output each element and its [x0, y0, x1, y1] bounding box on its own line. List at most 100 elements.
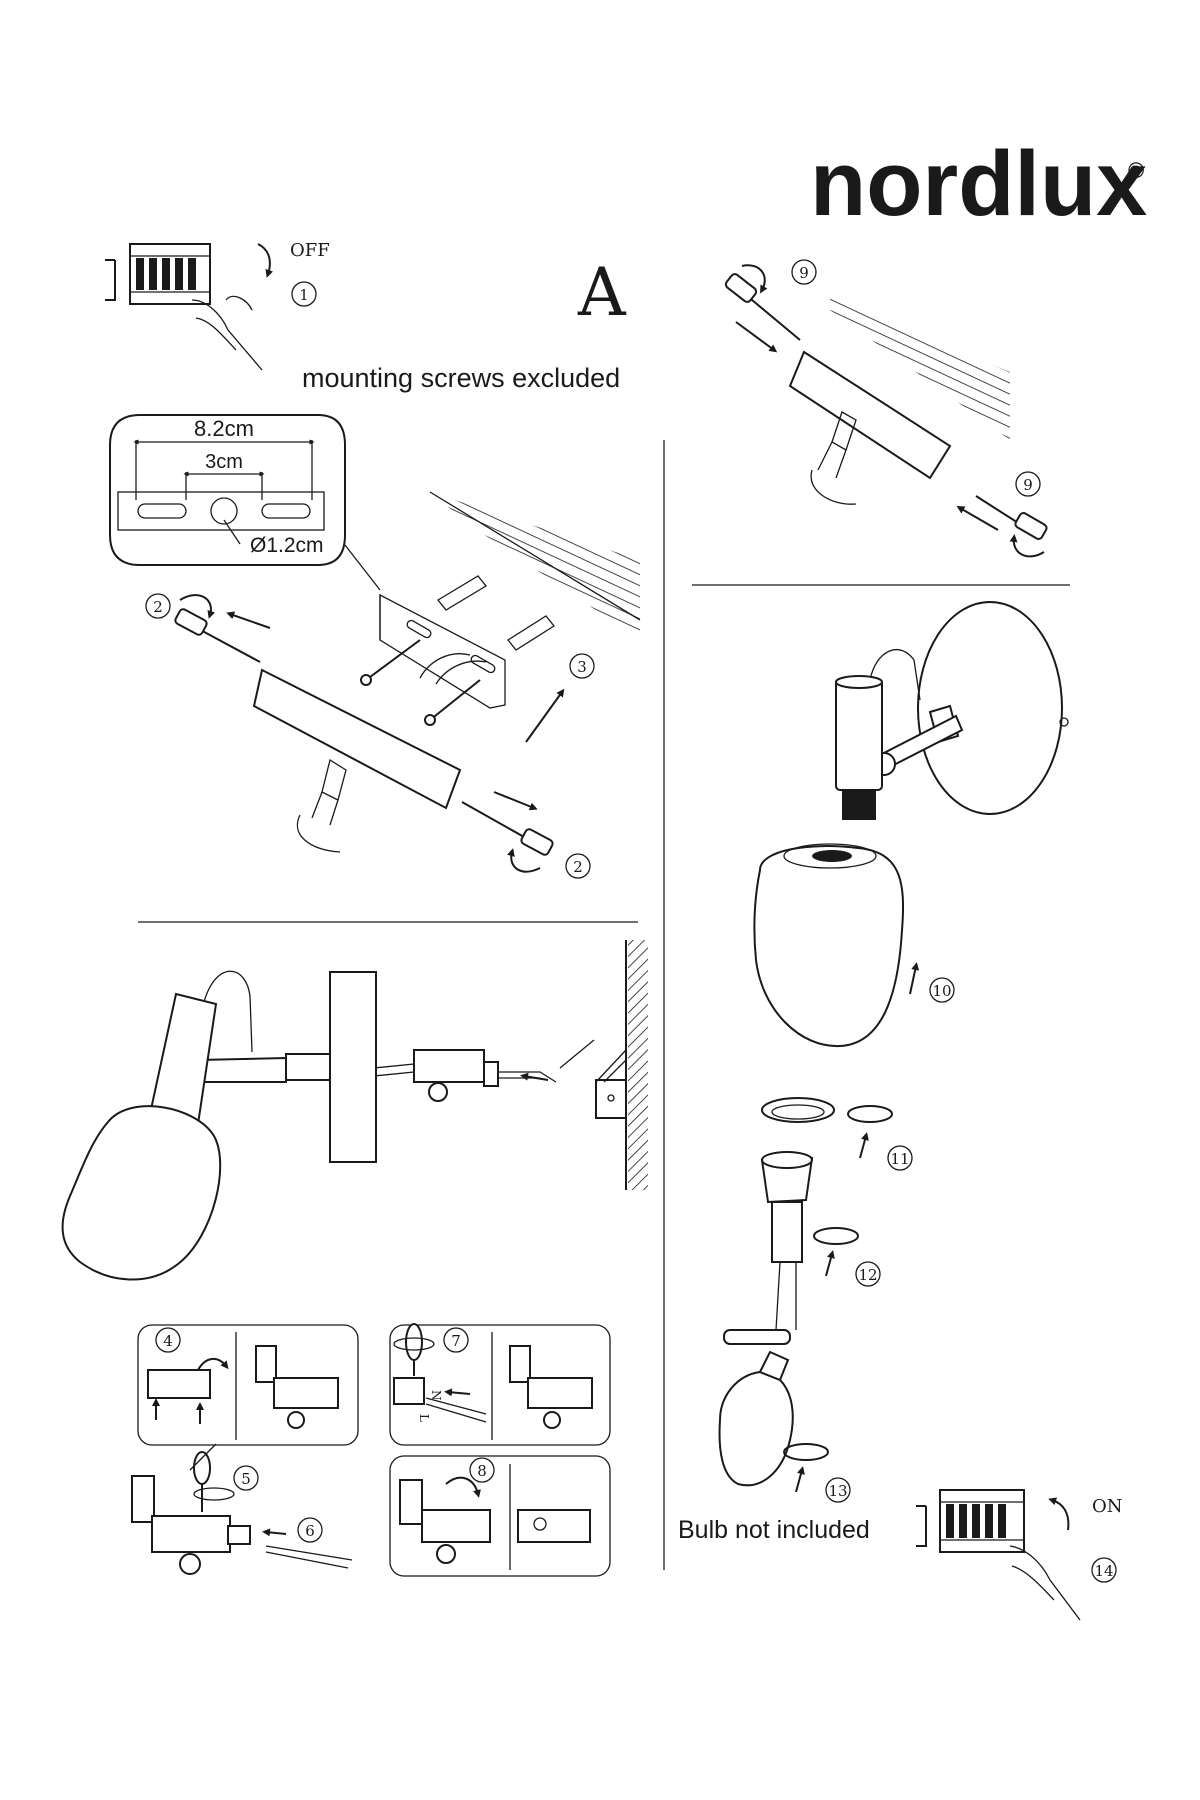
step-circle	[887, 1145, 913, 1171]
connector-block	[151, 1515, 231, 1553]
rotate-arrow-icon	[741, 264, 768, 294]
figure-label: A	[577, 254, 627, 331]
step-circle	[291, 281, 317, 307]
step-13-bulb: 13	[718, 1350, 851, 1503]
step-5-6-panel: 5 6	[131, 1443, 353, 1575]
step-8-panel: 8	[389, 1455, 611, 1577]
left-arrow-icon	[262, 1528, 287, 1537]
wall-plug-icon	[437, 575, 555, 651]
connector-block	[421, 1509, 491, 1543]
rotate-arrow-icon	[197, 1358, 229, 1371]
step-number: 14	[1094, 1562, 1113, 1580]
connector-block	[413, 1049, 485, 1083]
step-3: 3	[525, 653, 595, 743]
glass-shade	[61, 1105, 222, 1281]
panel-frame	[137, 1324, 359, 1446]
step-number: 7	[451, 1332, 461, 1350]
glass-shade	[753, 845, 905, 1048]
step-number: 3	[577, 658, 587, 676]
right-arrow-icon	[735, 321, 778, 353]
up-arrow-icon	[795, 1466, 805, 1493]
step-number: 6	[305, 1522, 315, 1540]
lamp-arm	[196, 1056, 287, 1083]
bulb-not-included-note: Bulb not included	[678, 1516, 870, 1544]
step-circle	[233, 1465, 259, 1491]
wall-box	[595, 1079, 627, 1119]
step-circle	[145, 593, 171, 619]
side-view-illustration	[61, 940, 648, 1281]
screwdriver-icon	[405, 1323, 423, 1361]
breaker-panel-icon	[916, 1489, 1025, 1553]
switch-on-label: ON	[1092, 1496, 1123, 1517]
lamp-assembled-illustration: 10	[753, 601, 1069, 1048]
step-circle	[791, 259, 817, 285]
step-circle	[569, 653, 595, 679]
step-circle	[155, 1327, 181, 1353]
left-arrow-icon	[444, 1388, 471, 1397]
panel-frame	[389, 1455, 611, 1577]
rotate-arrow-icon	[445, 1476, 481, 1498]
step-number: 13	[828, 1482, 847, 1500]
wall-hatch	[628, 940, 648, 1190]
left-arrow-icon	[226, 611, 271, 629]
brand-logo: nordlux	[810, 133, 1147, 235]
step-number: 12	[858, 1266, 877, 1284]
step-number: 4	[163, 1332, 173, 1350]
lamp-holder	[148, 992, 218, 1126]
wall-disc	[917, 601, 1063, 815]
screwdriver-icon	[461, 801, 554, 856]
step-circle	[825, 1477, 851, 1503]
rotate-arrow-icon	[193, 1487, 235, 1501]
step-circle	[469, 1457, 495, 1483]
lamp-body	[788, 350, 952, 480]
bracket-width-label: 8.2cm	[194, 416, 254, 441]
step-circle	[297, 1517, 323, 1543]
ceiling-hatch	[430, 492, 640, 640]
hole-diameter-label: Ø1.2cm	[250, 534, 324, 557]
nordlux-logo: nordlux ®	[810, 133, 1147, 235]
breaker-panel-icon	[105, 243, 211, 305]
mounting-screws-note: mounting screws excluded	[302, 363, 620, 393]
up-arrow-icon	[525, 688, 565, 743]
lamp-holder	[835, 679, 883, 791]
ceiling-hatch	[830, 298, 1010, 440]
bulb-icon	[718, 1350, 794, 1487]
hand-icon	[191, 295, 263, 371]
rotate-arrow-icon	[783, 1443, 829, 1461]
screwdriver-icon	[193, 1451, 211, 1485]
step-circle	[929, 977, 955, 1003]
step-1-breaker-off: OFF 1	[105, 240, 330, 371]
registered-mark: ®	[1128, 158, 1144, 183]
rotate-arrow-icon	[813, 1227, 859, 1245]
hole-spacing-label: 3cm	[205, 451, 243, 473]
up-arrow-icon	[1048, 1497, 1070, 1531]
bracket-dimension-callout: 8.2cm 3cm Ø1.2cm	[109, 414, 381, 591]
screwdriver-icon	[174, 608, 261, 663]
rotate-arrow-icon	[1009, 534, 1045, 558]
wall-mounting-illustration	[360, 491, 641, 726]
panel-frame	[389, 1324, 611, 1446]
left-arrow-icon	[956, 505, 999, 531]
step-14-breaker-on: ON 14	[916, 1489, 1123, 1621]
step-circle	[443, 1327, 469, 1353]
down-arrow-icon	[257, 243, 274, 278]
step-number: 10	[932, 982, 951, 1000]
step-number: 9	[1023, 476, 1033, 494]
wall-plate	[329, 971, 377, 1163]
up-arrow-icon	[825, 1250, 835, 1277]
up-arrow-icon	[909, 962, 920, 995]
step-number: 2	[153, 598, 163, 616]
rotate-arrow-icon	[847, 1105, 893, 1123]
step-circle	[855, 1261, 881, 1287]
up-arrow-icon	[859, 1132, 869, 1159]
step-number: 2	[573, 858, 583, 876]
right-arrow-icon	[493, 791, 538, 811]
step-number: 5	[241, 1470, 251, 1488]
rotate-arrow-icon	[393, 1337, 435, 1351]
step-number: 8	[477, 1462, 487, 1480]
screwdriver-icon	[724, 273, 801, 341]
rotate-arrow-icon	[507, 848, 541, 873]
step-4-panel: 4	[137, 1324, 359, 1446]
screwdriver-icon	[975, 495, 1048, 540]
